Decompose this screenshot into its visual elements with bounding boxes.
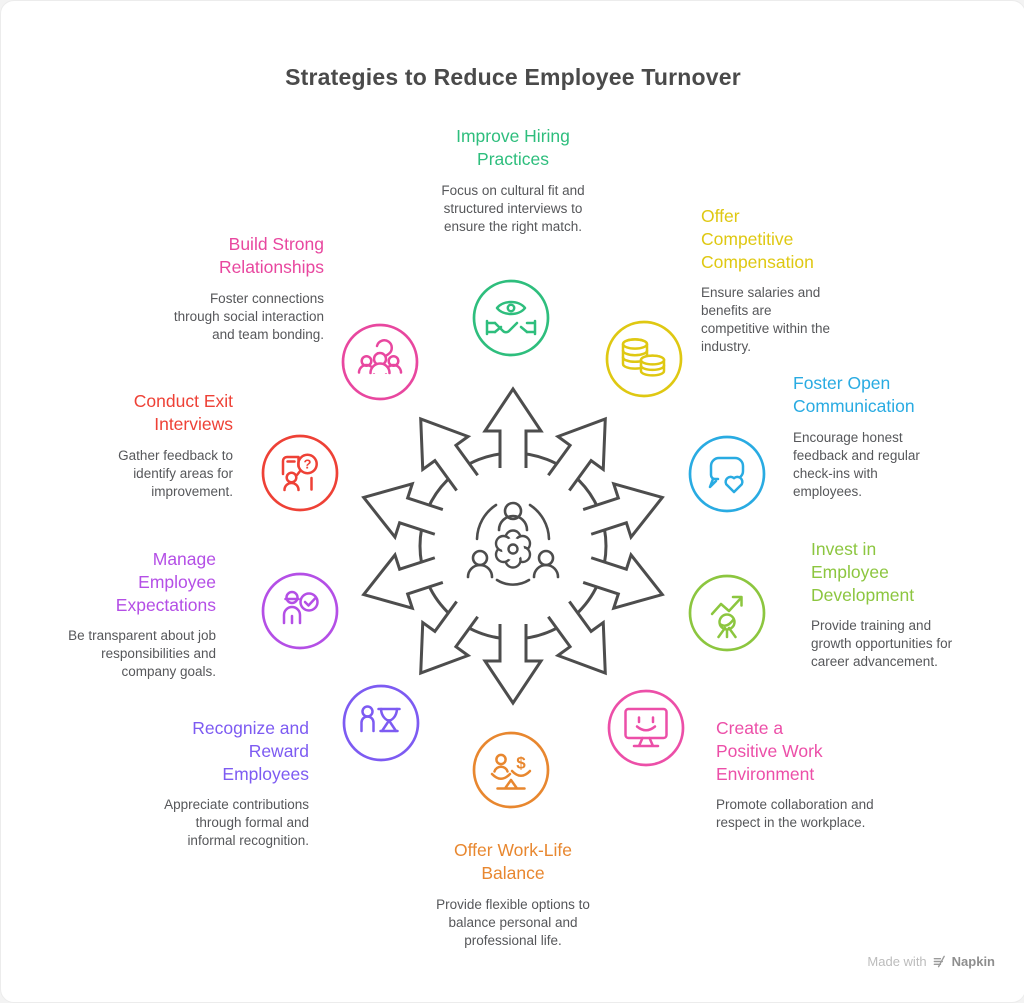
chat-heart-icon [687,434,767,514]
team-group-icon [340,322,420,402]
monitor-smile-icon [606,688,686,768]
watermark-made-with: Made with [867,954,927,969]
item-description: Gather feedback to identify areas for im… [118,447,233,499]
item-description: Be transparent about job responsibilitie… [68,628,216,680]
item-title: Recognize and Reward Employees [192,718,309,784]
item-title: Offer Work-Life Balance [454,840,572,883]
watermark-brand: Napkin [951,954,995,969]
eye-handshake-icon [471,278,551,358]
radiating-arrows [361,386,665,706]
item-title: Create a Positive Work Environment [716,718,823,784]
item-title: Offer Competitive Compensation [701,206,814,272]
growth-chart-icon [687,573,767,653]
trophy-person-icon [341,683,421,763]
coins-icon [604,319,684,399]
item-title: Invest in Employee Development [811,539,915,605]
item-description: Focus on cultural fit and structured int… [441,182,585,234]
watermark: Made with Napkin [867,954,995,969]
person-check-icon [260,571,340,651]
item-description: Ensure salaries and benefits are competi… [701,285,831,355]
exit-interview-icon: ? [260,433,340,513]
item-description: Provide flexible options to balance pers… [436,896,590,948]
item-title: Foster Open Communication [793,373,915,416]
team-gear-hub-icon [466,501,560,586]
item-description: Provide training and growth opportunitie… [811,618,953,670]
balance-scale-icon: $ [471,730,551,810]
item-description: Foster connections through social intera… [173,290,324,342]
item-title: Manage Employee Expectations [115,549,216,615]
svg-text:?: ? [304,457,312,472]
item-description: Encourage honest feedback and regular ch… [793,429,920,499]
gear-icon [494,529,532,569]
item-title: Improve Hiring Practices [456,126,570,169]
item-title: Conduct Exit Interviews [133,391,233,434]
napkin-logo-icon [933,955,945,968]
item-title: Build Strong Relationships [218,234,324,277]
central-hub-graphic [361,386,665,706]
item-description: Promote collaboration and respect in the… [716,797,874,831]
page-title: Strategies to Reduce Employee Turnover [285,64,741,90]
item-description: Appreciate contributions through formal … [164,797,309,849]
svg-text:$: $ [516,754,526,773]
